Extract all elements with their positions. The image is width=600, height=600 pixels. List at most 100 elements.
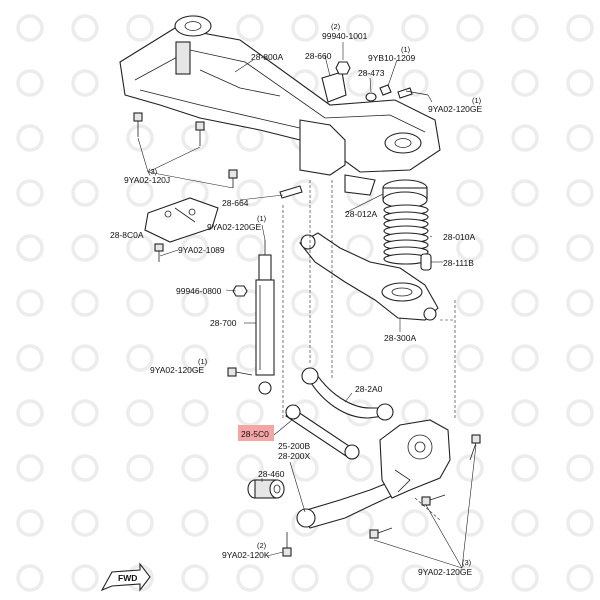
watermark-logo [126,14,154,42]
bolt-9YA02-120J-c[interactable] [228,169,238,188]
watermark-logo [401,69,429,97]
watermark-logo [236,454,264,482]
shock-absorber-28-700[interactable] [255,240,275,395]
label-9YA02-1089[interactable]: 9YA02-1089 [178,245,225,255]
watermark-logo [566,289,594,317]
watermark-logo [456,69,484,97]
label-28-010A[interactable]: 28-010A [443,232,475,242]
bolt-28-664[interactable] [279,185,303,199]
watermark-logo [566,69,594,97]
label-28-800A[interactable]: 28-800A [251,52,283,62]
bracket-28-660[interactable] [321,71,347,103]
watermark-logo [16,14,44,42]
label-99946-0800[interactable]: 99946-0800 [176,286,222,296]
watermark-logo [511,509,539,537]
spring-seat-28-012A[interactable] [382,179,428,209]
label-28-700[interactable]: 28-700 [210,318,237,328]
label-28-460[interactable]: 28-460 [258,469,285,479]
watermark-logo [16,454,44,482]
watermark-logo [566,564,594,592]
watermark-logo [566,234,594,262]
watermark-logo [71,179,99,207]
label-99940-1001[interactable]: 99940-1001 [322,31,368,41]
label-9YA02-120GE-left[interactable]: 9YA02-120GE [150,365,205,375]
crossmember-28-800A[interactable] [119,15,441,196]
label-9YA02-120GE-top[interactable]: 9YA02-120GE [428,104,483,114]
watermark-logo [566,14,594,42]
qty-9YB10-1209: (1) [401,45,411,54]
watermark-logo [16,344,44,372]
watermark-logo [236,14,264,42]
label-28-300A[interactable]: 28-300A [384,333,416,343]
watermark-logo [456,234,484,262]
bolt-9YA02-1089[interactable] [154,243,164,262]
label-28-473[interactable]: 28-473 [358,68,385,78]
label-28-012A[interactable]: 28-012A [345,209,377,219]
label-28-200X[interactable]: 28-200X [278,451,310,461]
watermark-logo [346,344,374,372]
label-28-8C0A[interactable]: 28-8C0A [110,230,144,240]
watermark-logo [71,454,99,482]
knuckle[interactable] [379,419,451,499]
watermark-logo [16,179,44,207]
label-28-111B[interactable]: 28-111B [443,258,474,268]
washer-28-473[interactable] [365,92,377,102]
bolt-9YA02-120GE-bottom-c[interactable] [469,434,481,461]
nut-99940-1001[interactable] [335,61,351,75]
watermark-logo [456,399,484,427]
watermark-logo [126,509,154,537]
watermark-logo [16,124,44,152]
qty-9YA02-120K: (2) [257,541,267,550]
watermark-logo [456,179,484,207]
watermark-logo [126,399,154,427]
watermark-logo [236,564,264,592]
watermark-logo [291,289,319,317]
watermark-logo [126,179,154,207]
bolt-9YA02-120GE-top[interactable] [397,87,429,99]
watermark-logo [346,69,374,97]
label-25-200B[interactable]: 25-200B [278,441,310,451]
watermark-logo [566,399,594,427]
fwd-label: FWD [118,573,137,583]
label-9YA02-120GE-bottom[interactable]: 9YA02-120GE [418,567,473,577]
watermark-logo [291,454,319,482]
label-28-660[interactable]: 28-660 [305,51,332,61]
qty-9YA02-120GE-mid: (1) [257,214,267,223]
watermark-logo [181,454,209,482]
bump-stop-28-111B[interactable] [420,253,432,271]
watermark-logo [16,509,44,537]
watermark-logo [401,344,429,372]
lower-arm-28-300A[interactable] [299,232,439,321]
bolt-9YA02-120J-a[interactable] [133,112,143,137]
bolt-9YB10-1209[interactable] [379,84,392,96]
label-9YA02-120K[interactable]: 9YA02-120K [222,550,270,560]
watermark-logo [566,124,594,152]
watermark-logo [71,124,99,152]
label-9YA02-120GE-mid[interactable]: 9YA02-120GE [207,222,262,232]
upper-arm-28-2A0[interactable] [301,367,394,421]
link-28-5C0[interactable] [285,404,360,460]
qty-9YA02-120GE-bottom: (3) [462,558,472,567]
watermark-logo [181,234,209,262]
watermark-logo [511,69,539,97]
bracket-28-8C0A[interactable] [144,197,219,243]
watermark-logo [456,564,484,592]
bushing-28-460[interactable] [247,479,285,499]
label-9YA02-120J[interactable]: 9YA02-120J [124,175,170,185]
bolt-9YA02-120GE-bottom-a[interactable] [369,527,393,539]
watermark-logo [456,14,484,42]
bolt-9YA02-120GE-left[interactable] [227,367,253,377]
watermark-logo [181,509,209,537]
bolt-9YA02-120K[interactable] [282,532,292,557]
watermark-logo [291,344,319,372]
label-28-664[interactable]: 28-664 [222,198,249,208]
label-28-2A0[interactable]: 28-2A0 [355,384,383,394]
watermark-logo [291,564,319,592]
bolt-9YA02-120GE-bottom-b[interactable] [421,494,446,506]
bolt-9YA02-120J-b[interactable] [195,121,205,146]
label-28-5C0[interactable]: 28-5C0 [241,429,269,439]
watermark-logo [16,69,44,97]
watermark-logo [511,179,539,207]
label-9YB10-1209[interactable]: 9YB10-1209 [368,53,416,63]
watermark-logo [16,234,44,262]
